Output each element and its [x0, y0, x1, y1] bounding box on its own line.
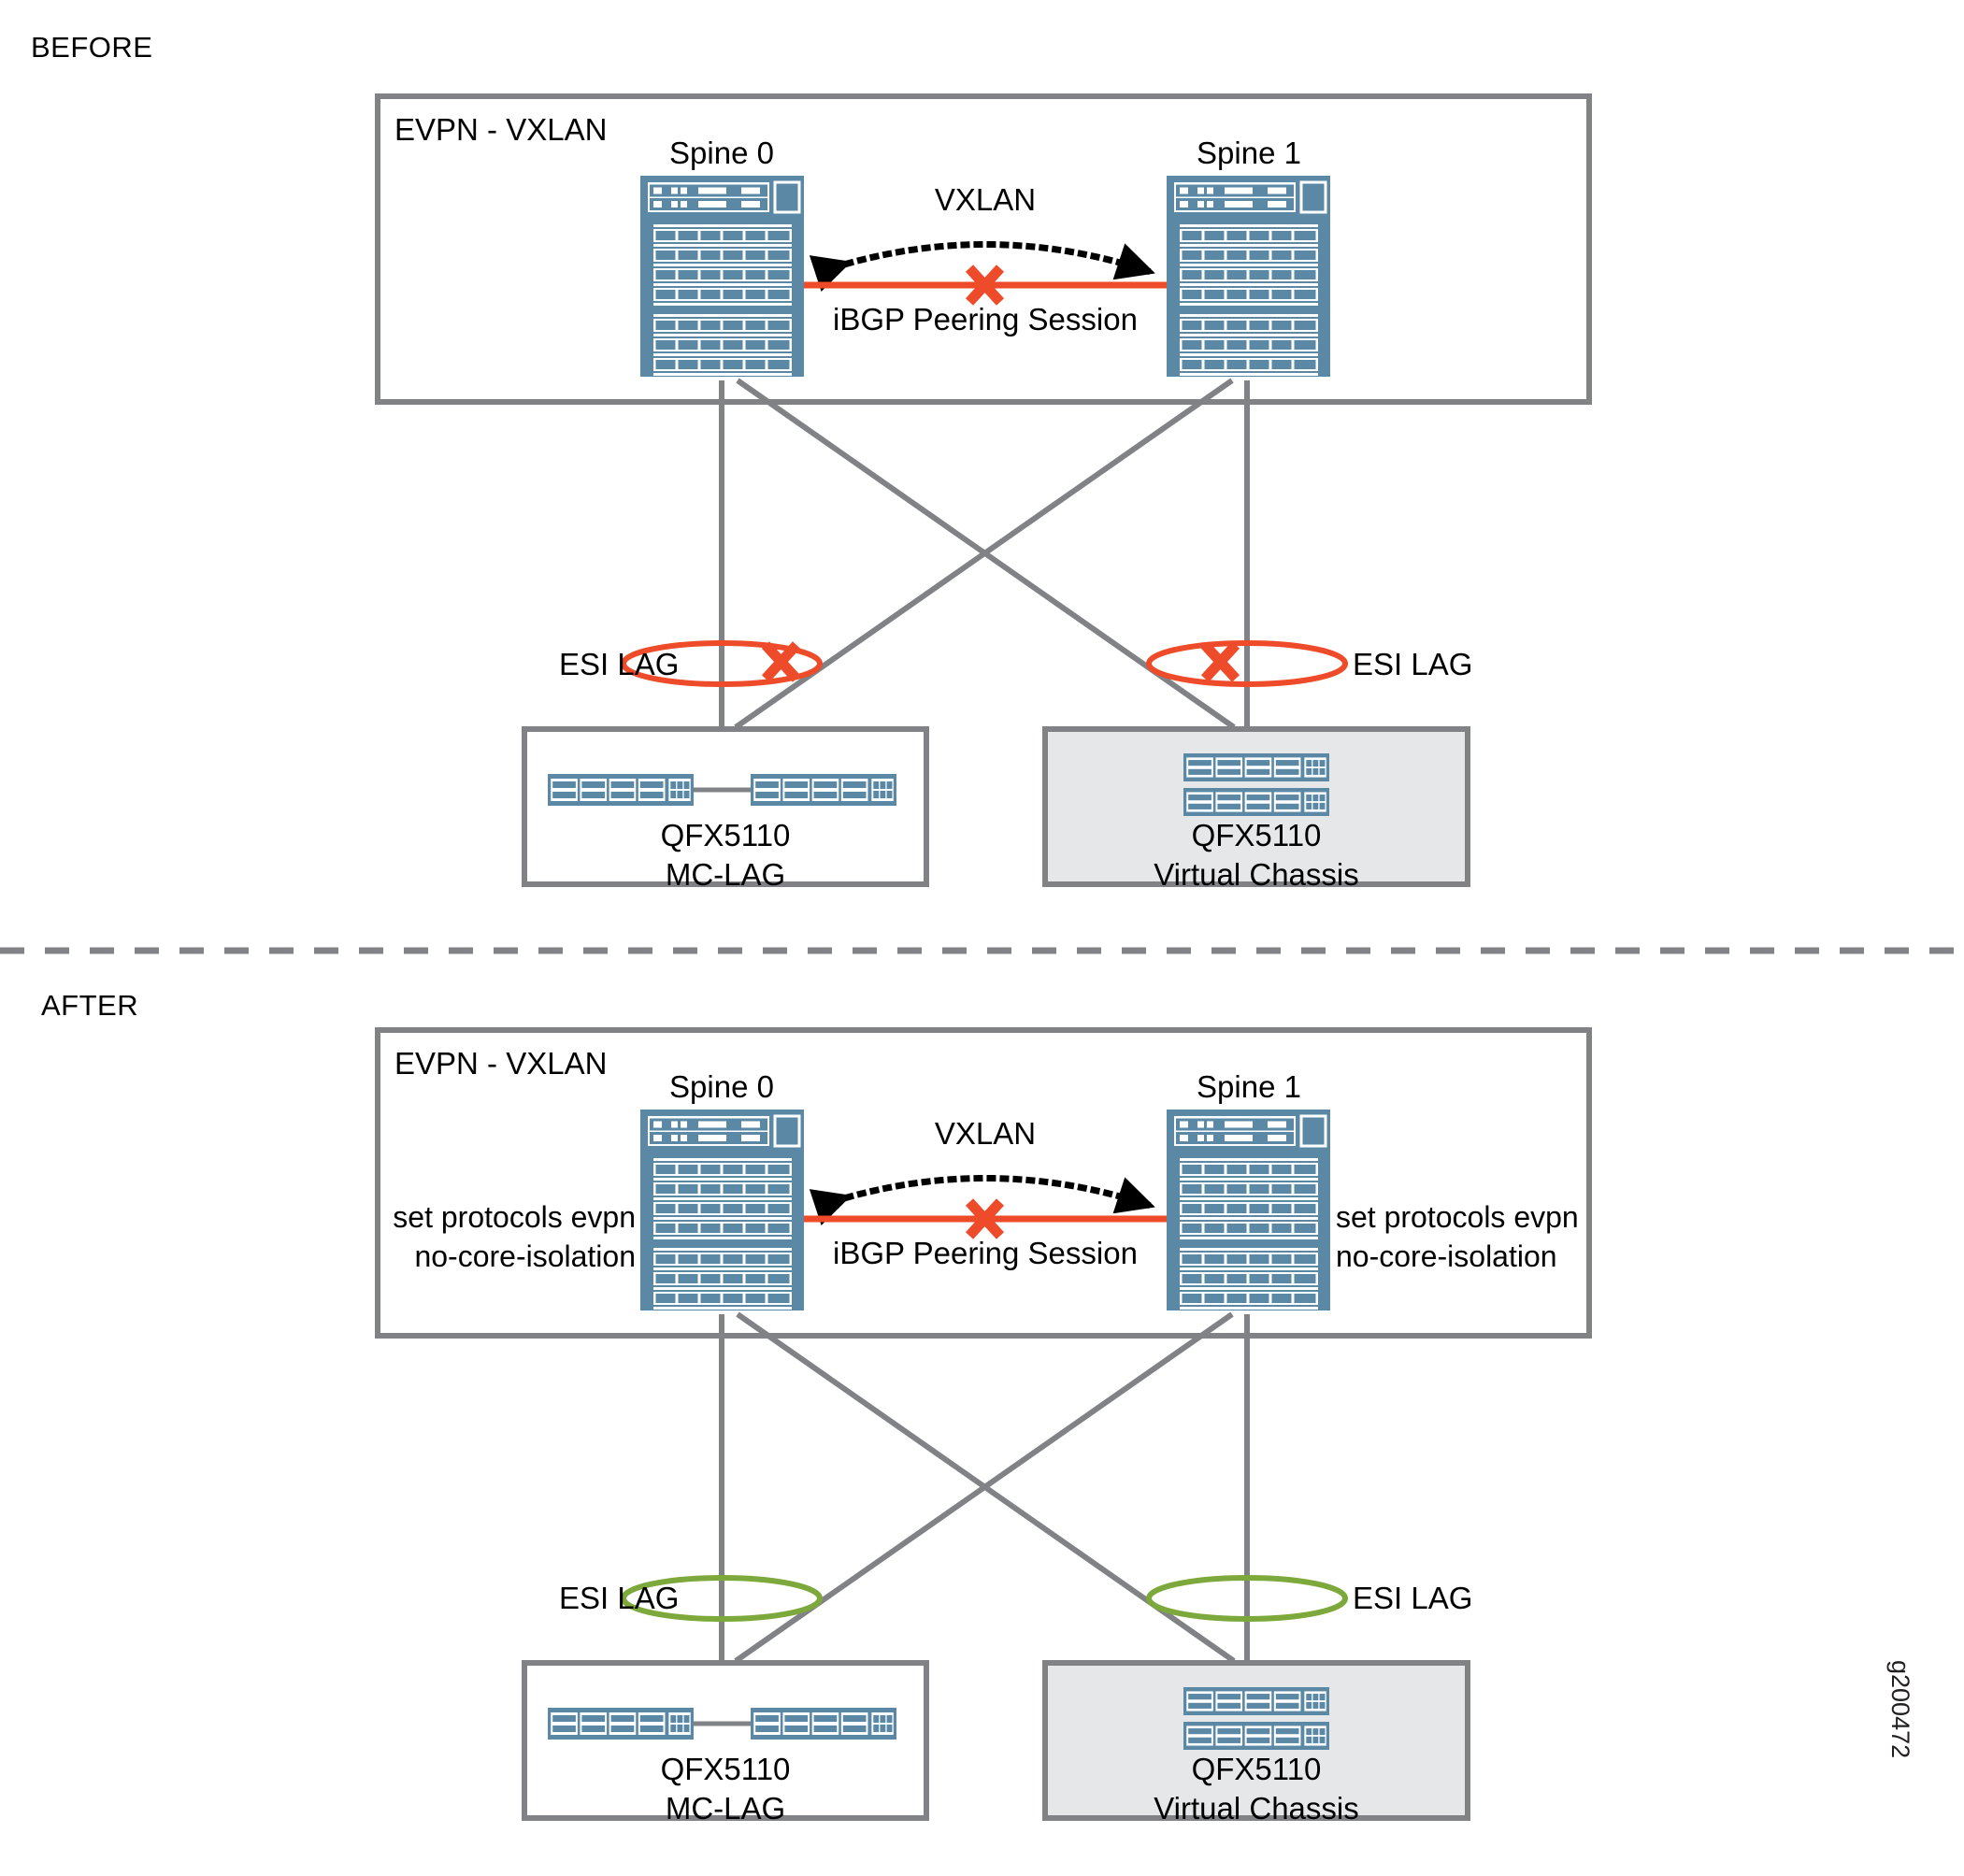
after-esi-lag-left-ellipse: [621, 1575, 823, 1622]
after-esi-lag-right-ellipse: [1146, 1575, 1348, 1622]
before-vc-caption: QFX5110 Virtual Chassis: [1045, 816, 1468, 895]
after-mclag-caption-line1: QFX5110: [660, 1752, 791, 1786]
before-vc-unit0-icon: [1183, 753, 1329, 781]
after-esi-lag-left-label: ESI LAG: [559, 1581, 680, 1615]
after-ibgp-label: iBGP Peering Session: [833, 1236, 1138, 1270]
before-mclag-unit1-icon: [751, 774, 896, 806]
after-vc-unit0-icon: [1183, 1687, 1329, 1715]
after-spine0-config-annotation: set protocols evpn no-core-isolation: [379, 1198, 636, 1276]
after-ibgp-x-mark-icon: [965, 1198, 1005, 1239]
after-mclag-caption-line2: MC-LAG: [665, 1791, 786, 1826]
before-vc-caption-line1: QFX5110: [1191, 818, 1322, 852]
after-esi-lag-right-label: ESI LAG: [1353, 1581, 1473, 1615]
after-spine0-label: Spine 0: [669, 1069, 774, 1104]
after-spine1-config-line2: no-core-isolation: [1336, 1239, 1557, 1273]
before-ibgp-x-mark-icon: [965, 265, 1005, 306]
after-vc-caption-line1: QFX5110: [1191, 1752, 1322, 1786]
after-spine0-config-line1: set protocols evpn: [393, 1200, 636, 1234]
before-esi-lag-left-ellipse: [621, 640, 823, 687]
before-esi-lag-right-label: ESI LAG: [1353, 647, 1473, 681]
before-container-title: EVPN - VXLAN: [394, 112, 608, 147]
after-container-title: EVPN - VXLAN: [394, 1046, 608, 1081]
before-esi-lag-left-x-mark-icon: [761, 641, 801, 682]
before-spine1-label: Spine 1: [1197, 136, 1301, 170]
after-spine0-chassis-icon: [640, 1110, 804, 1310]
after-spine0-config-line2: no-core-isolation: [414, 1239, 636, 1273]
before-vc-caption-line2: Virtual Chassis: [1154, 857, 1359, 893]
before-section-graphics: [375, 93, 1592, 887]
before-evpn-vxlan-container: [375, 93, 1592, 405]
after-spine1-config-annotation: set protocols evpn no-core-isolation: [1336, 1198, 1607, 1276]
before-mclag-box: [522, 726, 929, 887]
before-vc-unit1-icon: [1183, 788, 1329, 816]
after-spine1-chassis-icon: [1167, 1110, 1330, 1310]
after-evpn-vxlan-container: [375, 1027, 1592, 1339]
after-mclag-caption: QFX5110 MC-LAG: [524, 1750, 926, 1828]
after-vxlan-label: VXLAN: [934, 1116, 1037, 1151]
after-section-graphics: [375, 1027, 1592, 1821]
before-esi-lag-right-x-mark-icon: [1200, 641, 1240, 682]
after-spine1-label: Spine 1: [1197, 1069, 1301, 1104]
after-mclag-unit0-icon: [548, 1708, 694, 1740]
after-vxlan-tunnel-arc: [809, 1175, 1155, 1225]
before-spine1-chassis-icon: [1167, 176, 1330, 377]
figure-id-watermark: g200472: [1886, 1660, 1914, 1759]
before-mclag-unit0-icon: [548, 774, 694, 806]
after-vc-caption: QFX5110 Virtual Chassis: [1045, 1750, 1468, 1828]
after-mclag-unit1-icon: [751, 1708, 896, 1740]
before-section-label: BEFORE: [31, 31, 153, 64]
after-spine1-config-line1: set protocols evpn: [1336, 1200, 1579, 1234]
after-vc-caption-line2: Virtual Chassis: [1154, 1791, 1359, 1826]
before-spine0-label: Spine 0: [669, 136, 774, 170]
before-vxlan-tunnel-arc: [809, 241, 1155, 292]
after-vc-unit1-icon: [1183, 1722, 1329, 1750]
after-mclag-box: [522, 1660, 929, 1821]
before-mclag-caption-line2: MC-LAG: [665, 857, 786, 893]
before-spine0-chassis-icon: [640, 176, 804, 377]
before-ibgp-label: iBGP Peering Session: [833, 302, 1138, 337]
before-mclag-caption: QFX5110 MC-LAG: [524, 816, 926, 895]
before-mclag-caption-line1: QFX5110: [660, 818, 791, 852]
after-section-label: AFTER: [41, 989, 139, 1022]
before-esi-lag-right-ellipse: [1146, 640, 1348, 687]
before-esi-lag-left-label: ESI LAG: [559, 647, 680, 681]
before-vxlan-label: VXLAN: [934, 182, 1037, 217]
